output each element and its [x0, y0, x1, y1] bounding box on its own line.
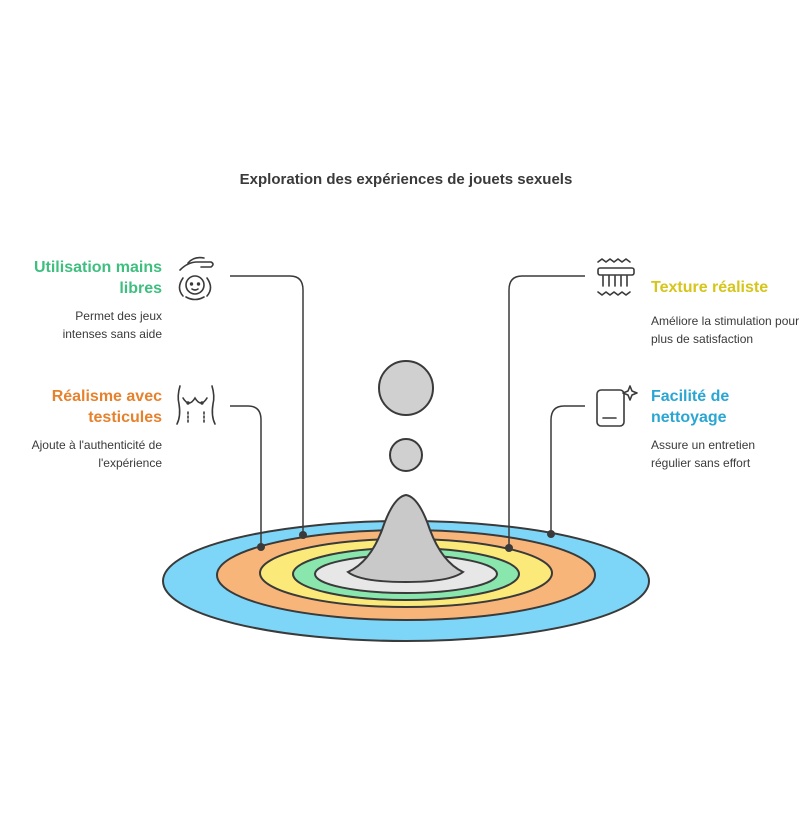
- heading-testicules: Réalisme avec testicules: [51, 388, 162, 426]
- hand-holding-head-icon: [178, 256, 214, 301]
- heading-texture: Texture réaliste: [651, 279, 769, 296]
- connector-nettoyage: [550, 405, 585, 534]
- connector-dot-mains-libres: [299, 531, 307, 539]
- page-title: Exploration des expériences de jouets se…: [239, 171, 573, 188]
- desc-texture: Améliore la stimulation pour plus de sat…: [651, 314, 800, 346]
- connector-dot-texture: [505, 544, 513, 552]
- texture-wave-icon: [597, 258, 635, 296]
- connector-texture: [508, 275, 585, 548]
- droplet-large: [378, 360, 434, 416]
- heading-mains-libres: Utilisation mains libres: [33, 259, 162, 297]
- desc-testicules: Ajoute à l'authenticité de l'expérience: [31, 438, 162, 470]
- connector-dot-nettoyage: [547, 530, 555, 538]
- connector-testicules: [230, 405, 262, 547]
- heading-nettoyage: Facilité de nettoyage: [651, 388, 730, 426]
- body-torso-icon: [176, 385, 216, 425]
- droplet-small: [389, 438, 423, 472]
- connector-mains-libres: [230, 275, 304, 535]
- connector-dot-testicules: [257, 543, 265, 551]
- center-peak: [346, 493, 465, 584]
- clean-tablet-sparkle-icon: [596, 385, 638, 427]
- desc-mains-libres: Permet des jeux intenses sans aide: [62, 309, 162, 341]
- desc-nettoyage: Assure un entretien régulier sans effort: [651, 438, 756, 470]
